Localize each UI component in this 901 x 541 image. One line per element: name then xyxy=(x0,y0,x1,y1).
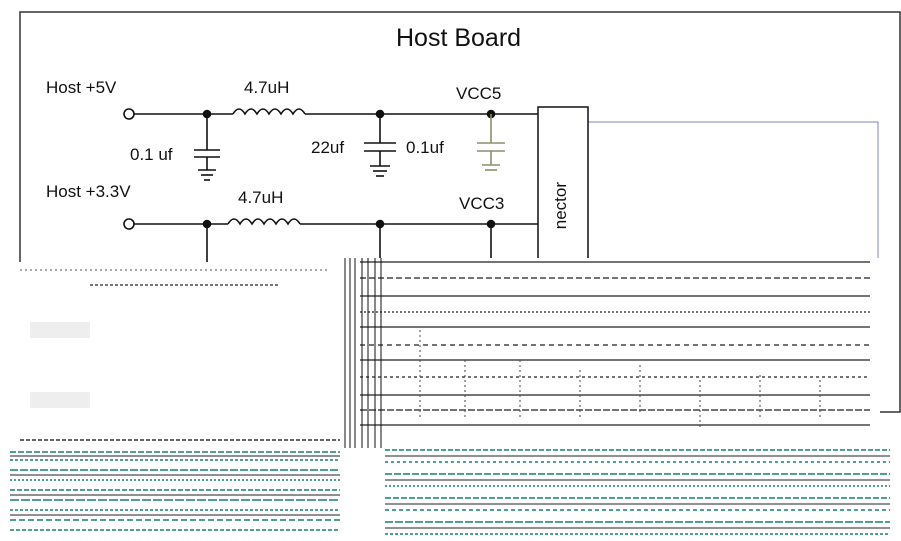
cap-out-5v xyxy=(477,114,505,171)
cap-out-label-5v: 0.1uf xyxy=(406,138,444,157)
terminal-5v xyxy=(123,108,135,120)
net-label-vcc3: VCC3 xyxy=(459,194,505,213)
inductor-3v3 xyxy=(227,218,301,226)
cap-in-label-5v: 0.1 uf xyxy=(130,145,173,164)
bottom-noise-band xyxy=(10,448,890,541)
cap-bulk-label-5v: 22uf xyxy=(311,138,345,157)
connector-label: nector xyxy=(551,182,570,230)
external-module-outline xyxy=(587,121,879,263)
inductor-label-3v3: 4.7uH xyxy=(238,188,284,207)
inductor-label-5v: 4.7uH xyxy=(244,78,290,97)
inductor-5v xyxy=(232,108,306,116)
rail-5v xyxy=(123,108,538,181)
terminal-3v3 xyxy=(123,218,135,230)
board-title: Host Board xyxy=(396,24,522,52)
rail-3v3 xyxy=(123,218,538,262)
input-label-5v: Host +5V xyxy=(46,78,117,97)
net-label-vcc5: VCC5 xyxy=(456,84,502,103)
garbled-region xyxy=(10,258,880,541)
input-label-3v3: Host +3.3V xyxy=(46,182,131,201)
